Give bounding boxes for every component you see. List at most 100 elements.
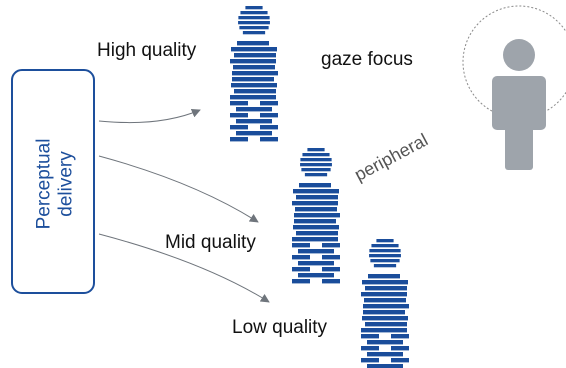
figure-body-stripe [364,298,406,303]
figure-leg-stripe [361,346,379,351]
figure-head-stripe [369,254,401,258]
figure-head-stripe [242,31,266,35]
figure-leg-stripe [391,334,409,339]
mid-quality-label: Mid quality [165,232,256,253]
figure-leg-stripe [254,119,272,124]
figure-body-stripe [362,316,408,321]
figure-leg-stripe [260,101,278,106]
figure-leg-stripe [391,346,409,351]
figure-leg-stripe [230,125,248,130]
figure-head-stripe [240,11,268,15]
figure-leg-stripe [322,267,340,272]
figure-body-stripe [232,71,278,76]
figure-body-stripe [362,280,408,285]
gaze-focus-label: gaze focus [321,49,413,70]
figure-leg-stripe [298,273,316,278]
figure-body-stripe [233,65,275,70]
perceptual-delivery-label: Perceptual delivery [34,72,78,297]
figure-head-stripe [238,16,270,20]
figure-body-stripe [361,292,407,297]
figure-leg-stripe [230,113,248,118]
figure-leg-stripe [260,137,278,142]
figure-leg-stripe [254,131,272,136]
figure-body-stripe [231,83,277,88]
figure-leg-stripe [322,279,340,284]
figure-body-stripe [299,183,331,188]
figure-leg-stripe [292,279,310,284]
figure-leg-stripe [292,243,310,248]
figure-leg-stripe [298,261,316,266]
figure-head-stripe [376,239,394,243]
figure-head-stripe [238,21,270,25]
figure-leg-stripe [391,358,409,363]
figure-leg-stripe [230,137,248,142]
figure-leg-stripe [298,249,316,254]
figure-body-stripe [293,225,339,230]
figure-leg-stripe [260,113,278,118]
figure-body-stripe [365,322,407,327]
figure-leg-stripe [316,261,334,266]
figure-body-stripe [368,274,400,279]
figure-body-stripe [237,41,269,46]
figure-body-stripe [230,95,276,100]
arrow-to-mid-icon [98,155,259,223]
figure-body-stripe [292,237,338,242]
figure-body-stripe [234,53,276,58]
arrow-to-low-icon [98,233,270,303]
figure-leg-stripe [367,340,385,345]
figure-leg-stripe [236,119,254,124]
figure-leg-stripe [385,340,403,345]
figure-head-stripe [304,173,328,177]
figure-leg-stripe [236,131,254,136]
low-quality-label: Low quality [232,317,328,338]
figure-body-stripe [296,195,338,200]
low-quality-figure-icon [361,239,409,368]
figure-head-stripe [370,259,400,263]
figure-leg-stripe [292,267,310,272]
figure-head-stripe [369,249,401,253]
figure-leg-stripe [316,249,334,254]
figure-head-stripe [307,148,325,152]
figure-head-stripe [300,158,332,162]
figure-head-stripe [302,153,330,157]
figure-body-stripe [365,286,407,291]
figure-body-stripe [295,207,337,212]
perceptual-label-line2: delivery [55,151,77,217]
figure-head-stripe [300,163,332,167]
figure-body-stripe [294,213,340,218]
figure-leg-stripe [322,243,340,248]
figure-leg-stripe [385,364,403,368]
figure-head-stripe [245,6,263,10]
figure-body-stripe [296,231,338,236]
figure-head-stripe [373,264,397,268]
figure-leg-stripe [316,273,334,278]
figure-head-stripe [239,26,269,30]
figure-leg-stripe [361,334,379,339]
figure-leg-stripe [322,255,340,260]
figure-body-stripe [232,77,274,82]
figure-leg-stripe [260,125,278,130]
high-quality-figure-icon [230,6,278,142]
figure-body-stripe [293,189,339,194]
figure-leg-stripe [367,352,385,357]
figure-body-stripe [361,328,407,333]
perceptual-delivery-box: Perceptual delivery [11,69,95,294]
perceptual-label-line1: Perceptual [33,138,55,230]
figure-body-stripe [363,310,405,315]
figure-leg-stripe [361,358,379,363]
figure-leg-stripe [367,364,385,368]
viewer-person-icon [492,39,546,170]
figure-head-stripe [301,168,331,172]
figure-body-stripe [363,304,409,309]
high-quality-label: High quality [97,40,197,61]
figure-leg-stripe [385,352,403,357]
figure-body-stripe [231,47,277,52]
figure-leg-stripe [236,107,254,112]
figure-leg-stripe [254,107,272,112]
arrow-to-high-icon [98,109,201,124]
figure-leg-stripe [292,255,310,260]
mid-quality-figure-icon [292,148,340,284]
figure-body-stripe [294,219,336,224]
figure-body-stripe [292,201,338,206]
figure-leg-stripe [230,101,248,106]
